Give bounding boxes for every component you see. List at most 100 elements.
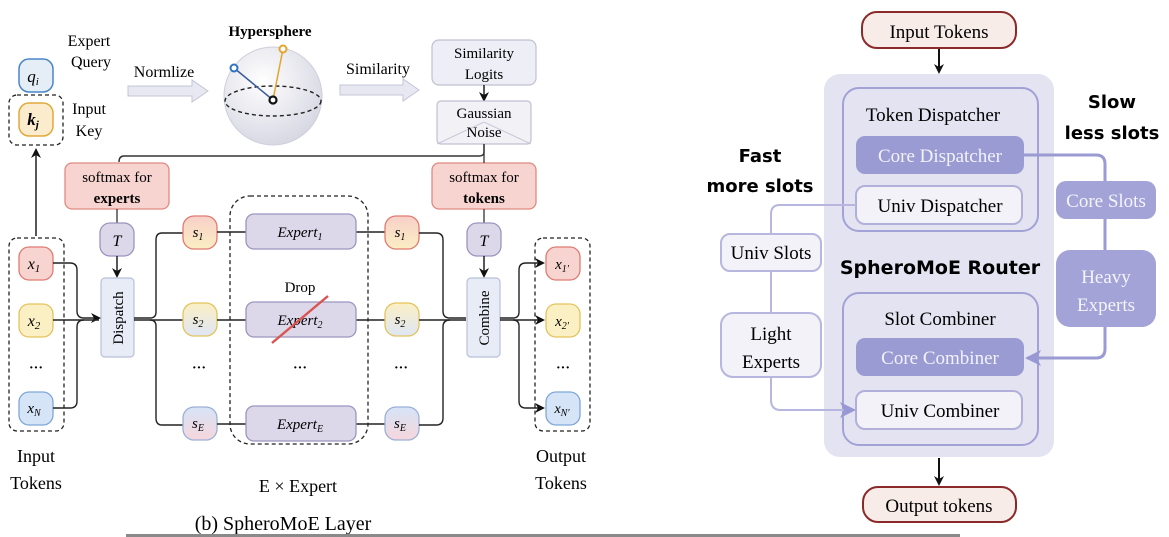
similarity-logits-line2: Logits	[465, 67, 503, 83]
token-dispatcher-group	[842, 87, 1039, 232]
slot-s2-left: s2	[182, 302, 218, 337]
svg-text:s1: s1	[395, 225, 406, 243]
fast-label-line1: Fast	[739, 146, 782, 167]
slot-combiner-label: Slot Combiner	[884, 309, 996, 330]
univ-combiner-box	[855, 390, 1023, 430]
output-token-xN: xN′	[545, 391, 581, 426]
heavy-experts-line1: Heavy	[1081, 267, 1131, 288]
key-dashed-box	[8, 94, 64, 146]
heavy-to-core-combiner-arrow	[1025, 327, 1107, 366]
hypersphere-icon	[223, 44, 323, 146]
svg-text:s1: s1	[193, 225, 204, 243]
slot-sE-right: sE	[384, 406, 420, 441]
univ-slots-label: Univ Slots	[731, 243, 812, 264]
key-node	[18, 102, 54, 137]
slow-label-line1: Slow	[1088, 92, 1136, 113]
temperature-symbol-tokens: T	[480, 233, 490, 250]
softmax-tokens-line1: softmax for	[449, 170, 519, 186]
svg-text:x2: x2	[27, 313, 41, 332]
heavy-experts-line2: Experts	[1077, 295, 1135, 316]
hypersphere-label: Hypersphere	[228, 24, 311, 40]
input-tokens-group	[8, 237, 65, 432]
slot-s1-left: s1	[182, 215, 218, 250]
similarity-label: Similarity	[346, 61, 410, 78]
drop-label: Drop	[285, 280, 316, 296]
input-token-x1: x1	[18, 246, 54, 281]
query-node	[18, 58, 54, 93]
expert-ellipsis: ···	[293, 361, 307, 376]
caption-rule	[126, 534, 960, 537]
expert-query-legend: qi Expert Query	[18, 33, 111, 93]
fast-path-line	[770, 204, 856, 234]
drop-strike-icon	[271, 295, 329, 344]
core-combiner-label: Core Combiner	[881, 348, 999, 369]
token-dispatcher-label: Token Dispatcher	[866, 105, 1001, 126]
svg-text:xN′: xN′	[553, 402, 570, 419]
svg-text:x1: x1	[27, 256, 41, 275]
similarity-arrow-icon	[339, 78, 420, 102]
svg-text:s2: s2	[193, 312, 204, 330]
query-label-line2: Query	[71, 54, 111, 71]
svg-text:x1′: x1′	[554, 257, 570, 275]
expert-2-dropped: Expert2	[245, 295, 357, 344]
expert-E: ExpertE	[245, 405, 357, 442]
similarity-logits-line1: Similarity	[454, 46, 515, 62]
gaussian-noise-box: Gaussian Noise	[436, 100, 532, 145]
key-label-line1: Input	[72, 101, 106, 118]
fast-label-line2: more slots	[706, 176, 813, 197]
input-tokens-label-line2: Tokens	[10, 473, 62, 493]
output-token-x1: x1′	[545, 246, 581, 281]
router-title: SpheroMoE Router	[840, 257, 1041, 279]
softmax-tokens-line2: tokens	[463, 191, 505, 207]
input-token-x2: x2	[18, 303, 54, 338]
temperature-symbol: T	[113, 233, 123, 250]
input-tokens-label-line1: Input	[17, 446, 55, 466]
expert-1: Expert1	[245, 213, 357, 250]
svg-text:x2′: x2′	[554, 314, 570, 332]
light-experts-line1: Light	[750, 324, 792, 345]
core-combiner-box	[856, 338, 1024, 376]
dispatch-label: Dispatch	[111, 291, 127, 345]
noise-feedback-line	[118, 144, 485, 163]
svg-text:s2: s2	[395, 312, 406, 330]
output-tokens-label-line1: Output	[536, 446, 586, 466]
output-token-x2: x2′	[545, 303, 581, 338]
softmax-experts-line1: softmax for	[82, 170, 152, 186]
heavy-experts-box	[1056, 250, 1156, 327]
softmax-experts-line2: experts	[94, 191, 141, 207]
router-output-tokens-label: Output tokens	[885, 496, 992, 517]
slot-right-ellipsis: ···	[394, 361, 408, 376]
svg-text:ExpertE: ExpertE	[276, 417, 323, 435]
svg-text:xN: xN	[26, 401, 42, 419]
input-ellipsis: ···	[29, 361, 43, 376]
query-symbol: qi	[27, 67, 39, 88]
svg-text:sE: sE	[192, 416, 204, 434]
core-dispatcher-label: Core Dispatcher	[878, 146, 1003, 167]
core-slots-box	[1056, 181, 1156, 219]
slot-left-ellipsis: ···	[192, 361, 206, 376]
output-tokens-label-line2: Tokens	[535, 473, 587, 493]
input-key-legend: kj Input Key	[8, 94, 106, 146]
query-label-line1: Expert	[68, 33, 111, 50]
gaussian-noise-line1: Gaussian	[457, 106, 512, 122]
gaussian-noise-line2: Noise	[467, 125, 502, 141]
figure-caption: (b) SpheroMoE Layer	[195, 513, 372, 535]
output-tokens-group	[534, 237, 591, 432]
router-input-tokens-box	[861, 11, 1017, 49]
slot-s2-right: s2	[384, 302, 420, 337]
core-slots-label: Core Slots	[1066, 191, 1146, 212]
key-symbol: kj	[27, 110, 40, 131]
slot-sE-left: sE	[182, 406, 218, 441]
univ-combiner-label: Univ Combiner	[881, 401, 1000, 422]
output-ellipsis: ···	[556, 361, 570, 376]
slow-path-line	[1024, 153, 1107, 181]
key-label-line2: Key	[76, 123, 103, 140]
core-dispatcher-box	[856, 136, 1024, 174]
light-to-univ-combiner-arrow	[770, 377, 856, 418]
normalize-label: Normlize	[134, 64, 194, 81]
light-experts-line2: Experts	[742, 352, 800, 373]
normalize-arrow-icon	[127, 79, 209, 103]
combine-label: Combine	[477, 290, 493, 345]
svg-text:sE: sE	[394, 416, 406, 434]
